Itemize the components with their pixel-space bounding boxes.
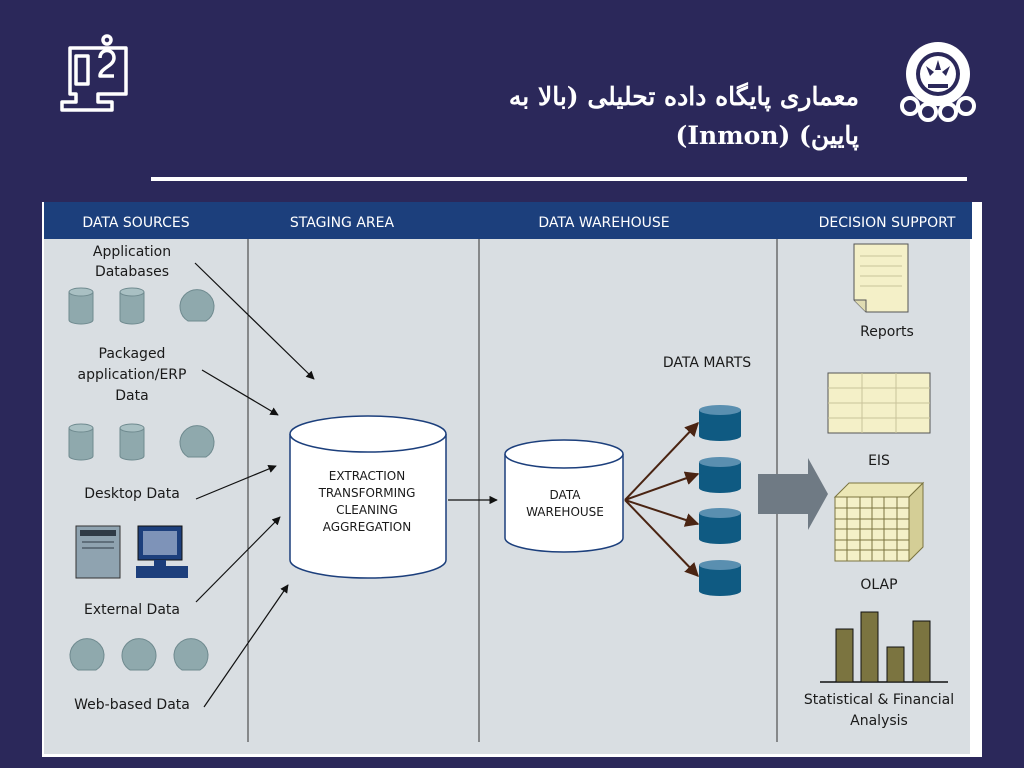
data-marts-label: DATA MARTS	[663, 355, 751, 371]
desktop-computer-icon	[136, 525, 188, 578]
disk-icon	[173, 638, 209, 671]
staging-line-2: TRANSFORMING	[318, 486, 416, 500]
bar-chart-icon	[820, 611, 948, 683]
warehouse-cylinder	[504, 439, 624, 553]
disk-icon	[69, 638, 105, 671]
slide-title: معماری پایگاه داده تحلیلی (بالا به پایین…	[139, 78, 859, 156]
flow-arrow	[624, 421, 699, 501]
disk-icon	[179, 289, 215, 322]
flow-arrow	[201, 369, 279, 416]
computer-person-icon	[60, 34, 128, 112]
source-external-label: External Data	[84, 602, 180, 618]
database-icon	[119, 287, 145, 325]
column-header-bar	[44, 202, 972, 239]
reports-label: Reports	[860, 324, 914, 340]
flow-arrow	[195, 516, 281, 603]
olap-cube-icon	[833, 481, 925, 563]
flow-arrow	[624, 499, 700, 527]
flow-arrow	[624, 499, 699, 578]
source-desktop-label: Desktop Data	[84, 486, 180, 502]
eis-label: EIS	[868, 453, 890, 469]
header-staging-area: STAGING AREA	[290, 215, 395, 231]
server-tower-icon	[75, 525, 121, 579]
warehouse-line-2: WAREHOUSE	[526, 505, 604, 519]
report-document-icon	[853, 243, 909, 313]
architecture-diagram: DATA SOURCES STAGING AREA DATA WAREHOUSE…	[42, 202, 982, 757]
database-icon	[119, 423, 145, 461]
data-mart-icon	[699, 457, 741, 493]
staging-cylinder	[289, 415, 447, 579]
flow-arrow	[195, 465, 277, 500]
source-erp-label-1: Packaged	[99, 346, 166, 362]
statistical-label-1: Statistical & Financial	[804, 692, 954, 708]
source-web-label: Web-based Data	[74, 697, 190, 713]
warehouse-line-1: DATA	[550, 488, 582, 502]
staging-line-1: EXTRACTION	[329, 469, 405, 483]
title-line-2: پایین) (Inmon)	[675, 120, 859, 150]
flow-arrow	[203, 584, 289, 708]
database-icon	[68, 287, 94, 325]
statistical-label-2: Analysis	[850, 713, 908, 729]
disk-icon	[121, 638, 157, 671]
source-app-db-label-1: Application	[93, 244, 171, 260]
title-line-2-persian: پایین	[810, 120, 859, 150]
flow-arrow	[624, 471, 700, 501]
staging-line-3: CLEANING	[336, 503, 398, 517]
data-mart-icon	[699, 508, 741, 544]
data-mart-icon	[699, 560, 741, 596]
staging-line-4: AGGREGATION	[323, 520, 411, 534]
source-app-db-label-2: Databases	[95, 264, 169, 280]
data-mart-icon	[699, 405, 741, 441]
disk-icon	[179, 425, 215, 458]
university-emblem-icon	[900, 42, 976, 122]
header-data-sources: DATA SOURCES	[82, 215, 189, 231]
title-divider	[151, 177, 967, 181]
olap-label: OLAP	[860, 577, 897, 593]
header-data-warehouse: DATA WAREHOUSE	[538, 215, 669, 231]
source-erp-label-2: application/ERP	[78, 367, 187, 383]
header-decision-support: DECISION SUPPORT	[819, 215, 956, 231]
big-arrow-icon	[758, 458, 828, 530]
source-erp-label-3: Data	[115, 388, 148, 404]
flow-arrow	[194, 262, 315, 380]
title-line-2-latin: (Inmon)	[675, 120, 791, 150]
eis-spreadsheet-icon	[827, 372, 931, 434]
title-line-1: معماری پایگاه داده تحلیلی (بالا به	[508, 82, 859, 111]
database-icon	[68, 423, 94, 461]
